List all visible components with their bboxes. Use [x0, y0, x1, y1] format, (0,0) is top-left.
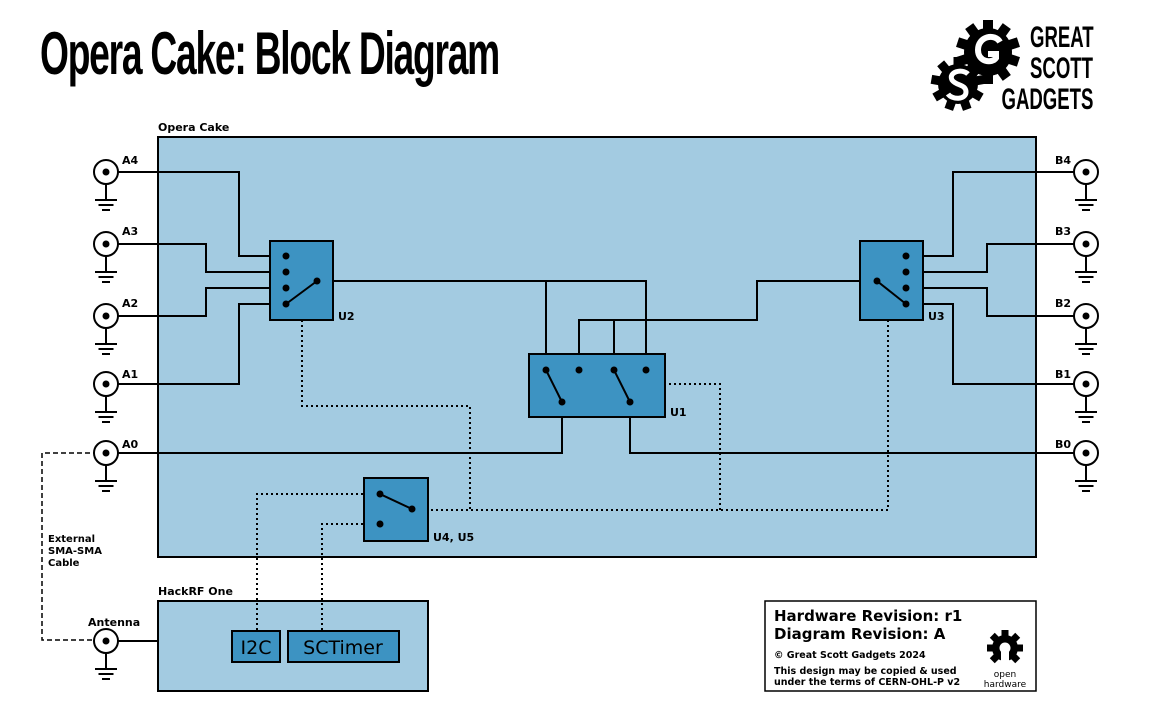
port-label-b0: B0 [1055, 438, 1071, 451]
open-hardware-label-2: hardware [984, 680, 1027, 690]
opera-cake-label: Opera Cake [158, 121, 229, 134]
port-label-b2: B2 [1055, 297, 1071, 310]
sma-connector-a3-icon [93, 231, 119, 283]
hardware-revision: Hardware Revision: r1 [774, 607, 962, 625]
diagram-revision: Diagram Revision: A [774, 625, 946, 643]
u1-label: U1 [670, 406, 687, 419]
sma-connector-b3-icon [1073, 231, 1099, 283]
brand-wordmark: GREAT SCOTT GADGETS [1001, 21, 1093, 117]
switch-u2 [269, 240, 334, 321]
cable-label-line3: Cable [48, 558, 80, 569]
port-label-b3: B3 [1055, 225, 1071, 238]
antenna-label: Antenna [88, 616, 140, 629]
brand-line3: GADGETS [1001, 83, 1093, 117]
brand-line1: GREAT [1030, 21, 1094, 55]
copyright: © Great Scott Gadgets 2024 [774, 650, 926, 661]
cable-label-line1: External [48, 534, 95, 545]
switch-u3 [859, 240, 924, 321]
port-label-b4: B4 [1055, 154, 1071, 167]
open-hardware-label-1: open [994, 670, 1016, 680]
sma-connector-b4-icon [1073, 159, 1099, 211]
port-label-a2: A2 [122, 297, 138, 310]
port-label-a4: A4 [122, 154, 139, 167]
cable-label-line2: SMA-SMA [48, 546, 102, 557]
i2c-label: I2C [241, 637, 272, 659]
sma-connector-a1-icon [93, 371, 119, 423]
sma-connector-b2-icon [1073, 303, 1099, 355]
i2c-box [231, 630, 281, 663]
sma-connector-a4-icon [93, 159, 119, 211]
port-label-b1: B1 [1055, 368, 1071, 381]
sma-connector-antenna-icon [93, 628, 119, 680]
control-lines [256, 320, 889, 631]
page-title: Opera Cake: Block Diagram [40, 20, 500, 87]
sctimer-box [287, 630, 400, 663]
license-line2: under the terms of CERN-OHL-P v2 [774, 677, 960, 688]
revision-box: Hardware Revision: r1 Diagram Revision: … [764, 600, 1037, 692]
open-hardware-gear-icon [987, 630, 1023, 665]
external-cable [41, 452, 106, 641]
gear-logo-icon [930, 20, 1020, 111]
u45-label: U4, U5 [433, 531, 474, 544]
sma-connector-a0-icon [93, 440, 119, 492]
port-label-a0: A0 [122, 438, 139, 451]
sma-connector-a2-icon [93, 303, 119, 355]
license-line1: This design may be copied & used [774, 666, 957, 677]
port-label-a3: A3 [122, 225, 138, 238]
hackrf-label: HackRF One [158, 585, 233, 598]
sma-connector-b1-icon [1073, 371, 1099, 423]
brand-line2: SCOTT [1030, 52, 1093, 86]
switch-u4-u5 [363, 477, 429, 542]
u2-label: U2 [338, 310, 355, 323]
switch-u1 [528, 353, 666, 418]
opera-cake-board [157, 136, 1037, 558]
u3-label: U3 [928, 310, 945, 323]
sctimer-label: SCTimer [303, 637, 383, 659]
port-label-a1: A1 [122, 368, 138, 381]
sma-connector-b0-icon [1073, 440, 1099, 492]
